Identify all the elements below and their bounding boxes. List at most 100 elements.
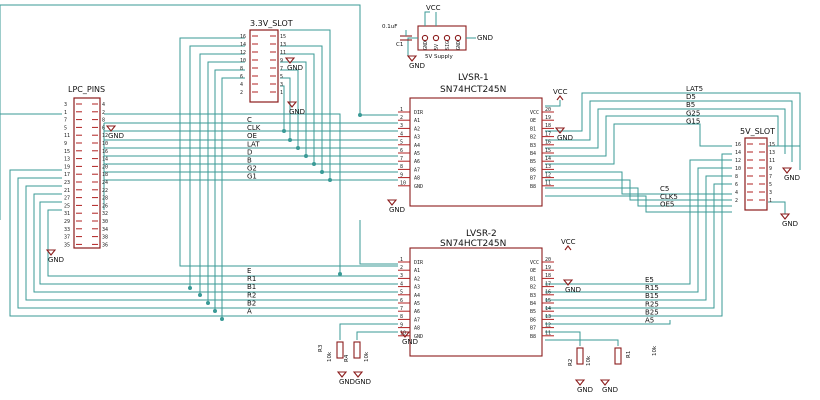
wires xyxy=(0,4,801,346)
lpc-pin-num: 22 xyxy=(102,188,108,194)
gnd-symbol xyxy=(599,379,611,386)
lpc-pin-num: 16 xyxy=(102,149,108,155)
supply-pin-label: 5V xyxy=(434,44,440,50)
gnd-label: GND xyxy=(409,62,425,70)
slot5-pin-num: 2 xyxy=(735,198,738,204)
net-label: R15 xyxy=(645,284,659,292)
resistor-r4[interactable]: R4 10k xyxy=(344,341,370,362)
resistor-r3[interactable]: R3 10k xyxy=(318,341,344,362)
slot33-pin-num: 1 xyxy=(280,90,283,96)
lpc-pin-num: 7 xyxy=(64,118,67,124)
lvsr2-pin-name: B7 xyxy=(530,326,536,332)
slot33-pin-num: 6 xyxy=(240,74,243,80)
lvsr2-pin-name: DIR xyxy=(414,260,424,266)
lvsr2-pin-name: GND xyxy=(414,334,423,340)
lpc-pin-num: 3 xyxy=(64,102,67,108)
lvsr1-pin-num: 3 xyxy=(400,123,403,129)
lvsr1-pin-name: DIR xyxy=(414,110,424,116)
lvsr2-pin-name: A6 xyxy=(414,309,420,315)
lvsr2-pin-num: 19 xyxy=(545,265,551,271)
slot5-pin-num: 14 xyxy=(735,150,741,156)
gnd-label: GND xyxy=(108,132,124,140)
lpc-pin-num: 11 xyxy=(64,133,70,139)
lvsr2-pin-name: A3 xyxy=(414,285,420,291)
net-label: CLK xyxy=(247,124,261,132)
vcc-symbol xyxy=(564,245,572,251)
gnd-symbol xyxy=(336,371,348,378)
lvsr2-pin-num: 13 xyxy=(545,314,551,320)
lvsr2-pin-num: 20 xyxy=(545,257,551,263)
lpc-pin-num: 26 xyxy=(102,203,108,209)
gnd-label: GND xyxy=(577,386,593,394)
gnd-label: GND xyxy=(402,338,418,346)
resistor-r2[interactable]: R2 10k xyxy=(568,347,592,366)
lvsr2-pin-name: B2 xyxy=(530,285,536,291)
lpc-pin-num: 5 xyxy=(64,125,67,131)
supply-pin-label: GND xyxy=(423,41,429,50)
lvsr2-pin-num: 10 xyxy=(400,331,406,337)
net-label: B25 xyxy=(645,308,659,316)
r4-value: 10k xyxy=(364,351,370,362)
lvsr2-pin-name: B5 xyxy=(530,309,536,315)
resistor-r1[interactable]: R1 10k xyxy=(614,345,658,365)
gnd-symbol xyxy=(284,57,296,64)
lvsr1-pin-name: B6 xyxy=(530,167,536,173)
lvsr1-chip[interactable]: LVSR-1 SN74HCT245N DIR1A12A23A34A45A56A6… xyxy=(398,73,554,207)
r1-value: 10k xyxy=(652,345,658,356)
lpc-pin-num: 19 xyxy=(64,164,70,170)
net-label: G1 xyxy=(247,173,257,181)
slot5-pin-num: 4 xyxy=(735,190,738,196)
slot33-pin-num: 8 xyxy=(240,66,243,72)
lvsr1-pin-name: B3 xyxy=(530,143,536,149)
gnd-label: GND xyxy=(784,174,800,182)
lvsr2-pin-num: 9 xyxy=(400,322,403,328)
slot5-pin-num: 16 xyxy=(735,142,741,148)
gnd-symbol xyxy=(45,249,57,256)
cap-value: 0.1uF xyxy=(382,24,397,30)
r2-value: 10k xyxy=(586,355,592,366)
lvsr2-pin-num: 14 xyxy=(545,306,551,312)
lvsr2-pin-name: A2 xyxy=(414,276,420,282)
lvsr1-pin-name: B1 xyxy=(530,126,536,132)
lvsr1-part: SN74HCT245N xyxy=(440,85,506,95)
lvsr1-pin-name: A7 xyxy=(414,167,420,173)
lpc-pin-num: 8 xyxy=(102,118,105,124)
net-label: OE xyxy=(247,132,257,140)
r3-designator: R3 xyxy=(318,344,324,352)
net-label: D xyxy=(247,148,252,156)
lpc-pin-num: 30 xyxy=(102,219,108,225)
supply-name: 5V Supply xyxy=(425,54,453,60)
lvsr1-pin-num: 8 xyxy=(400,164,403,170)
gnd-symbol xyxy=(399,331,411,338)
lvsr2-chip[interactable]: LVSR-2 SN74HCT245N DIR1A12A23A34A45A56A6… xyxy=(398,229,554,357)
lvsr1-pin-name: A4 xyxy=(414,143,420,149)
lvsr1-pin-num: 17 xyxy=(545,131,551,137)
gnd-symbol xyxy=(779,213,791,220)
slot5-pin-num: 13 xyxy=(769,150,775,156)
slot5-pin-num: 7 xyxy=(769,174,772,180)
lpc-header[interactable]: LPC_PINS 3175119151319172321272531293337… xyxy=(64,85,108,249)
lvsr1-pin-name: A2 xyxy=(414,126,420,132)
capacitor-c1[interactable]: 0.1uF C1 xyxy=(382,24,412,48)
lvsr2-pin-num: 18 xyxy=(545,273,551,279)
slot33-pin-num: 10 xyxy=(240,58,246,64)
lvsr2-pin-num: 1 xyxy=(400,257,403,263)
lpc-name: LPC_PINS xyxy=(68,85,105,94)
lvsr2-pin-num: 8 xyxy=(400,314,403,320)
net-label: A xyxy=(247,308,252,316)
lvsr1-pin-name: B4 xyxy=(530,151,536,157)
lvsr1-pin-num: 19 xyxy=(545,115,551,121)
gnd-symbol xyxy=(554,127,566,134)
gnd-label: GND xyxy=(355,378,371,386)
slot33-pin-num: 14 xyxy=(240,42,246,48)
net-label: B5 xyxy=(686,101,695,109)
net-label: G2 xyxy=(247,165,257,173)
lvsr1-pin-num: 18 xyxy=(545,123,551,129)
net-label: A5 xyxy=(645,317,654,325)
